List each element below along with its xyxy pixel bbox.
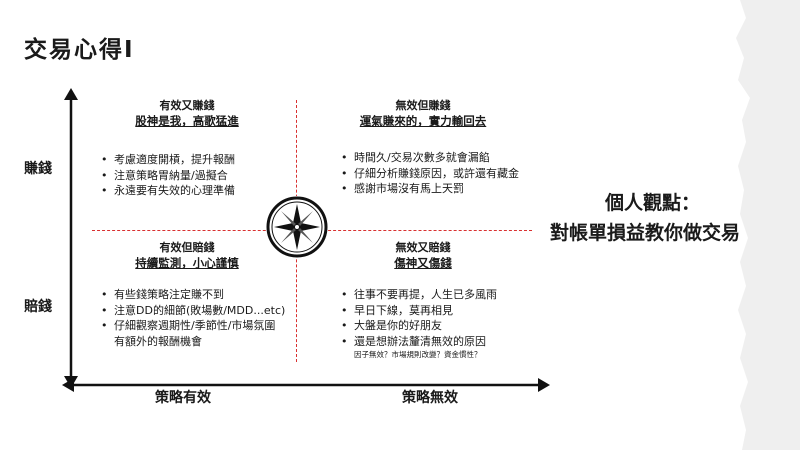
y-axis-bottom-label: 賠錢 — [24, 299, 52, 315]
list-item: •早日下線，莫再相見 — [341, 303, 453, 317]
list-item: •還是想辦法釐清無效的原因 — [341, 334, 486, 348]
list-item: •注意DD的細節(敗場數/MDD...etc) — [101, 303, 286, 317]
page-title: 交易心得I — [24, 37, 135, 63]
quadrant-bottom-right-header: 無效又賠錢 傷神又傷錢 — [338, 240, 508, 271]
bullet-icon: • — [341, 166, 348, 180]
x-axis-left-label: 策略有效 — [155, 390, 211, 406]
bullet-icon: • — [101, 168, 108, 182]
compass-icon — [266, 196, 328, 258]
list-item: •往事不要再提，人生已多風雨 — [341, 288, 497, 301]
y-axis-arrow — [64, 88, 78, 388]
quadrant-top-left-list: •考慮適度開槓，提升報酬 •注意策略胃納量/過擬合 •永遠要有失效的心理準備 — [98, 152, 235, 199]
list-item: •有些錢策略注定賺不到 — [101, 288, 224, 301]
list-item: •永遠要有失效的心理準備 — [101, 184, 235, 197]
bullet-icon: • — [341, 303, 348, 317]
quadrant-bottom-left-header: 有效但賠錢 持續監測，小心謹慎 — [98, 240, 276, 271]
side-heading-line2: 對帳單損益教你做交易 — [550, 222, 741, 244]
quadrant-heading: 無效又賠錢 — [395, 241, 451, 254]
y-axis-top-label: 賺錢 — [24, 161, 52, 177]
bullet-icon: • — [341, 288, 348, 301]
quadrant-subheading: 股神是我，高歌猛進 — [135, 114, 239, 128]
list-item: •注意策略胃納量/過擬合 — [101, 168, 228, 182]
list-item: •大盤是你的好朋友 — [341, 319, 442, 332]
bullet-icon: • — [341, 182, 348, 195]
bullet-icon: • — [101, 303, 108, 317]
quadrant-heading: 無效但賺錢 — [395, 99, 451, 112]
bullet-icon: • — [101, 153, 108, 166]
quadrant-subheading: 傷神又傷錢 — [394, 256, 452, 270]
list-item: •時間久/交易次數多就會漏餡 — [341, 151, 490, 164]
quadrant-subheading: 持續監測，小心謹慎 — [135, 256, 239, 270]
quadrant-bottom-right-list: •往事不要再提，人生已多風雨 •早日下線，莫再相見 •大盤是你的好朋友 •還是想… — [338, 287, 497, 349]
bullet-icon: • — [341, 319, 348, 332]
list-item: 有額外的報酬機會 — [114, 334, 202, 348]
quadrant-subheading: 運氣賺來的，實力輸回去 — [359, 114, 487, 128]
bullet-icon: • — [341, 151, 348, 164]
side-heading-line1: 個人觀點： — [604, 192, 700, 214]
list-item: •感謝市場沒有馬上天罰 — [341, 182, 464, 195]
quadrant-bottom-left-list: •有些錢策略注定賺不到 •注意DD的細節(敗場數/MDD...etc) •仔細觀… — [98, 287, 285, 349]
quadrant-top-right-list: •時間久/交易次數多就會漏餡 •仔細分析賺錢原因，或許還有藏金 •感謝市場沒有馬… — [338, 150, 519, 197]
bullet-icon: • — [341, 334, 348, 348]
quadrant-heading: 有效又賺錢 — [159, 99, 215, 112]
side-heading: 個人觀點： 對帳單損益教你做交易 — [550, 188, 741, 248]
bullet-icon: • — [101, 319, 108, 332]
x-axis-right-label: 策略無效 — [402, 390, 458, 406]
list-item: •仔細觀察週期性/季節性/市場氛圍 — [101, 319, 276, 332]
bullet-icon: • — [101, 184, 108, 197]
torn-paper-decoration — [736, 0, 800, 450]
list-item: •考慮適度開槓，提升報酬 — [101, 153, 235, 166]
quadrant-bottom-right-note: 因子無效？市場規則改變？資金慣性？ — [354, 350, 482, 359]
quadrant-top-right-header: 無效但賺錢 運氣賺來的，實力輸回去 — [338, 98, 508, 129]
x-axis-arrow — [62, 378, 550, 392]
list-item: •仔細分析賺錢原因，或許還有藏金 — [341, 166, 519, 180]
bullet-icon: • — [101, 288, 108, 301]
quadrant-heading: 有效但賠錢 — [159, 241, 215, 254]
quadrant-top-left-header: 有效又賺錢 股神是我，高歌猛進 — [98, 98, 276, 129]
